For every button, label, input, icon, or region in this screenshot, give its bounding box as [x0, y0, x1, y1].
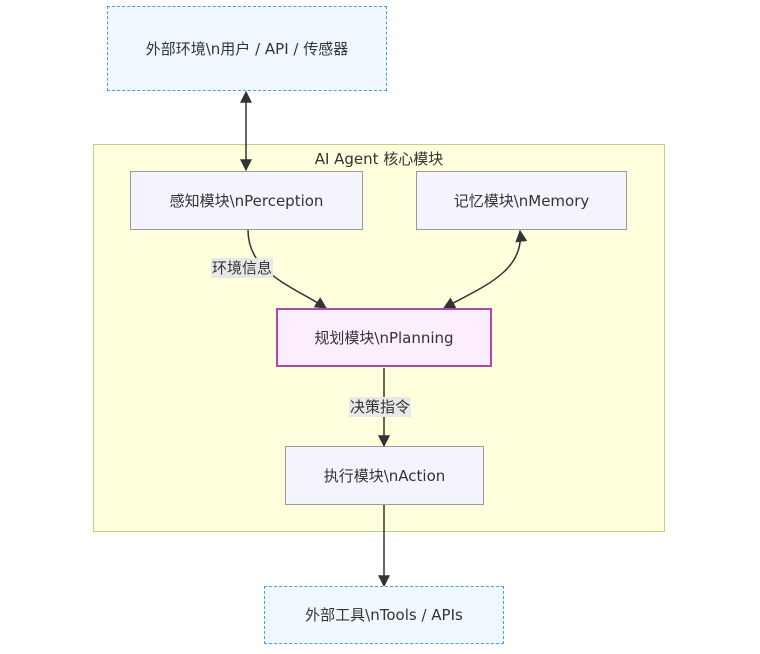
- node-label: 外部工具\nTools / APIs: [305, 606, 463, 624]
- node-memory[interactable]: 记忆模块\nMemory: [416, 171, 627, 230]
- node-action[interactable]: 执行模块\nAction: [285, 446, 484, 505]
- node-planning[interactable]: 规划模块\nPlanning: [276, 308, 492, 367]
- node-perception[interactable]: 感知模块\nPerception: [130, 171, 363, 230]
- node-label: 执行模块\nAction: [323, 466, 446, 485]
- edge-memory-planning: [442, 229, 528, 309]
- node-label: 规划模块\nPlanning: [314, 328, 454, 347]
- node-external-tools[interactable]: 外部工具\nTools / APIs: [264, 586, 504, 644]
- cluster-title: AI Agent 核心模块: [314, 150, 444, 168]
- edge-label-decision: 决策指令: [349, 397, 412, 417]
- node-external-environment[interactable]: 外部环境\n用户 / API / 传感器: [107, 6, 387, 91]
- node-label: 感知模块\nPerception: [169, 191, 324, 210]
- edge-perception-planning: [247, 229, 328, 309]
- edge-label-env-info: 环境信息: [211, 258, 274, 278]
- node-label: 记忆模块\nMemory: [453, 191, 590, 210]
- node-label: 外部环境\n用户 / API / 传感器: [145, 39, 349, 58]
